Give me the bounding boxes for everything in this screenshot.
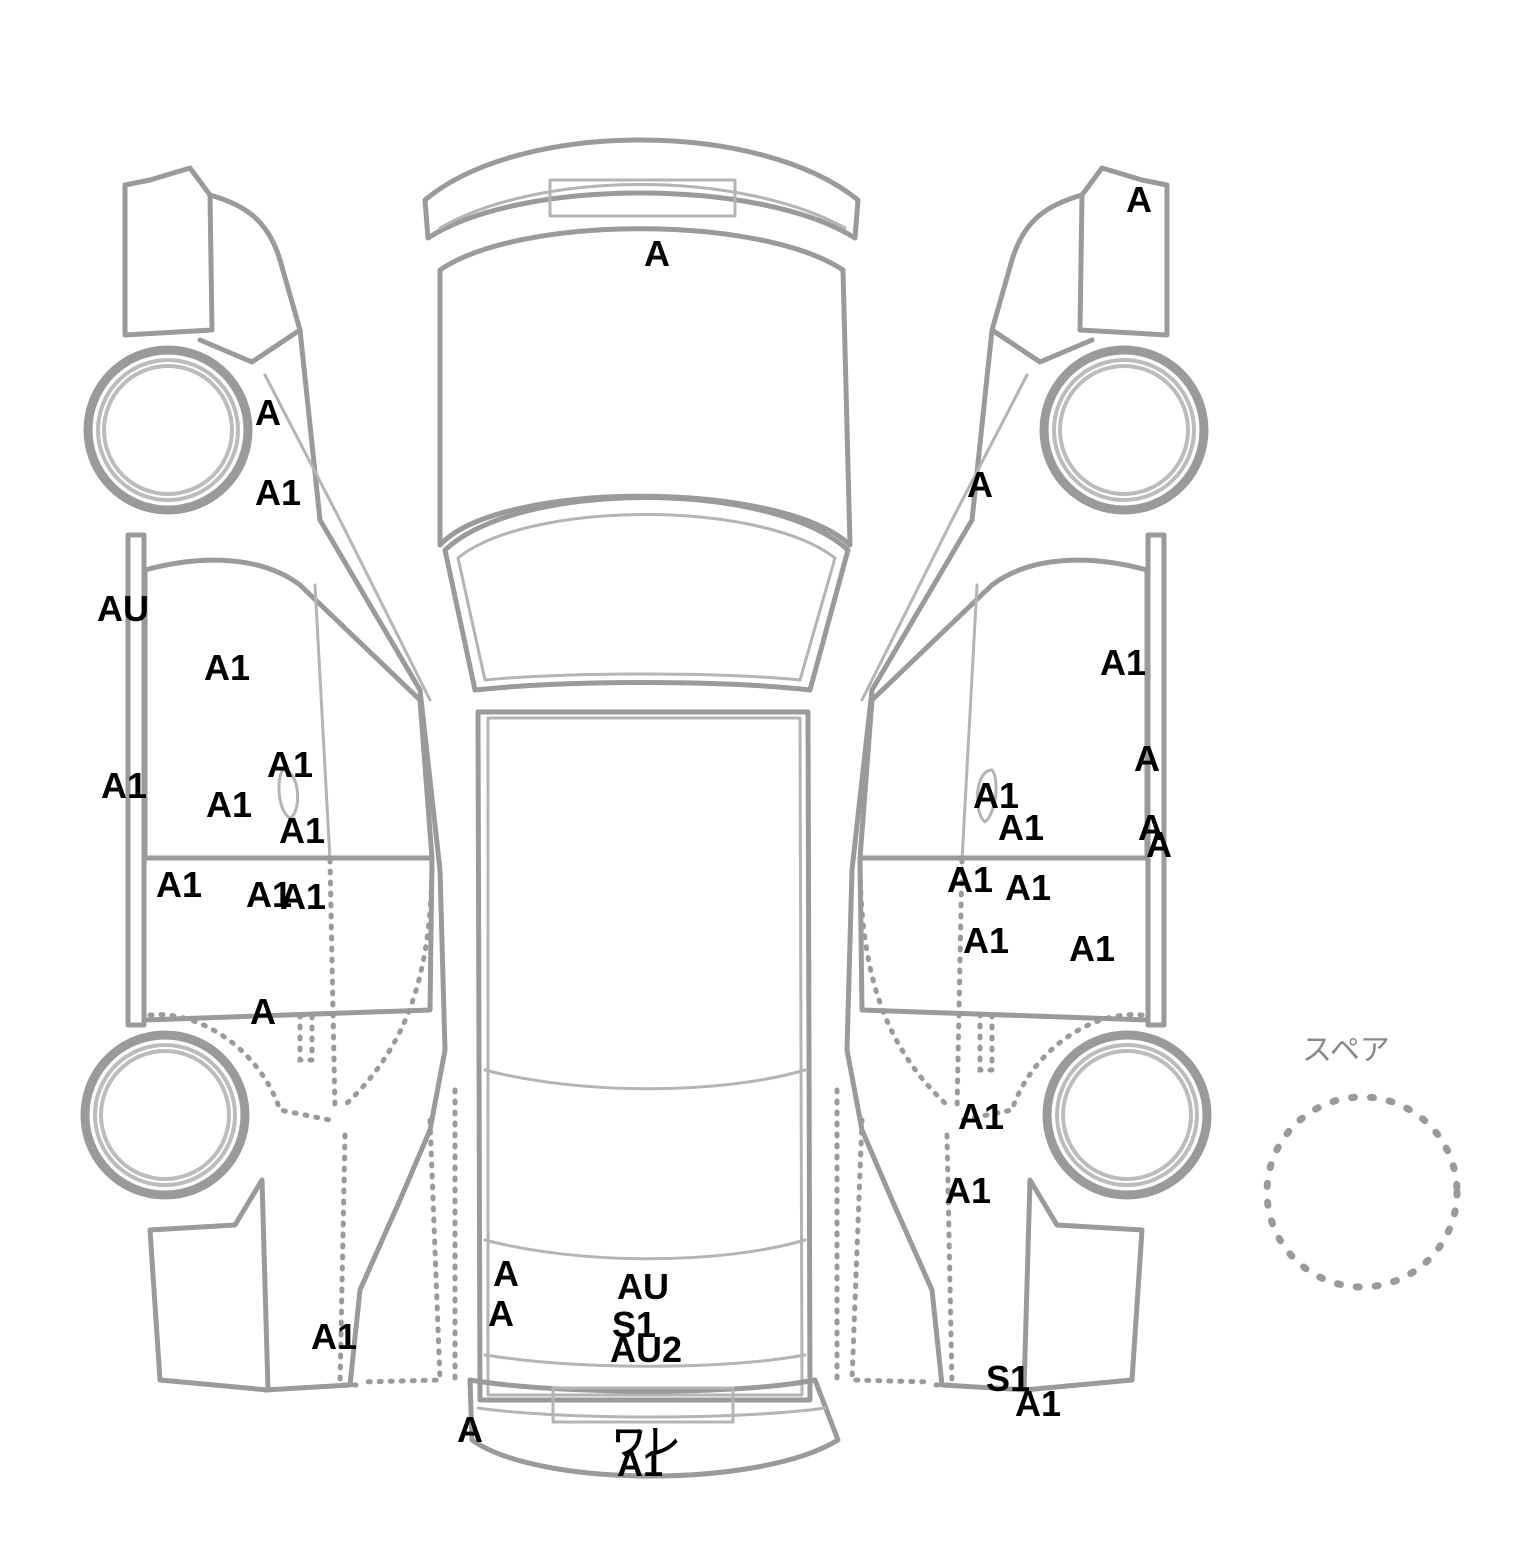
damage-mark: A1 xyxy=(156,864,203,905)
damage-mark: A xyxy=(250,991,276,1032)
damage-mark: A xyxy=(644,233,670,274)
car-right-side-view xyxy=(834,165,1212,1393)
damage-mark: A xyxy=(1126,179,1152,220)
damage-mark: AU xyxy=(97,588,149,629)
damage-mark: A1 xyxy=(963,920,1010,961)
car-top-view xyxy=(422,137,861,1479)
damage-mark: A xyxy=(255,392,281,433)
damage-mark: A xyxy=(1134,738,1160,779)
damage-mark: A1 xyxy=(617,1443,664,1484)
damage-mark: A1 xyxy=(280,876,327,917)
damage-mark: A1 xyxy=(1005,867,1052,908)
damage-mark: AU xyxy=(617,1266,669,1307)
damage-mark: A1 xyxy=(998,807,1045,848)
spare-tire-outline xyxy=(1263,1093,1461,1291)
damage-mark: A1 xyxy=(204,647,251,688)
damage-mark: S1 xyxy=(986,1358,1031,1399)
damage-mark: A1 xyxy=(311,1316,358,1357)
damage-mark: A1 xyxy=(1015,1383,1062,1424)
damage-mark: ワレ xyxy=(612,1423,680,1463)
damage-mark: A1 xyxy=(101,765,148,806)
damage-mark: A1 xyxy=(973,775,1020,816)
damage-mark: A xyxy=(967,464,993,505)
damage-mark: A1 xyxy=(1069,928,1116,969)
damage-mark: A xyxy=(488,1293,514,1334)
damage-mark: A xyxy=(457,1409,483,1450)
damage-mark: A1 xyxy=(958,1096,1005,1137)
damage-mark: A xyxy=(1146,824,1172,865)
damage-mark: A1 xyxy=(206,784,253,825)
damage-mark: S1 xyxy=(612,1304,657,1345)
damage-mark: A1 xyxy=(246,874,293,915)
damage-mark: AU2 xyxy=(610,1329,683,1370)
damage-mark: A1 xyxy=(279,810,326,851)
damage-mark: A xyxy=(493,1253,519,1294)
damage-mark: A xyxy=(1138,807,1164,848)
damage-mark: A1 xyxy=(267,744,314,785)
damage-mark: A1 xyxy=(255,472,302,513)
car-left-side-view xyxy=(80,165,458,1393)
damage-mark: A1 xyxy=(1100,642,1147,683)
spare-tire-label: スペア xyxy=(1302,1033,1390,1068)
damage-mark: A1 xyxy=(947,859,994,900)
damage-mark: A1 xyxy=(945,1170,992,1211)
